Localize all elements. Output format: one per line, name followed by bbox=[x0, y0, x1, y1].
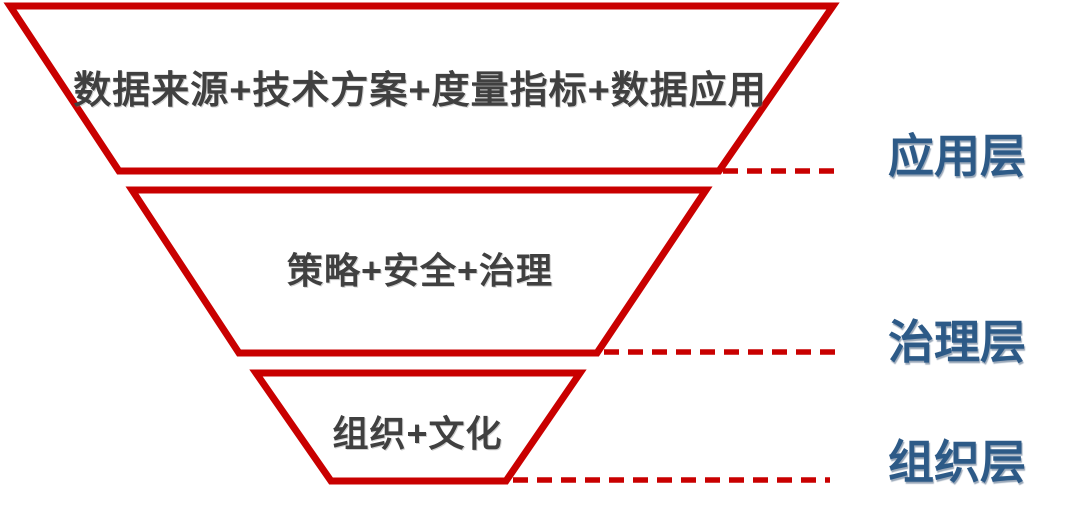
organization-layer-label: 组织层 bbox=[888, 436, 1026, 488]
organization-layer-shape bbox=[249, 369, 587, 485]
governance-layer-label: 治理层 bbox=[888, 316, 1026, 368]
application-layer-label: 应用层 bbox=[888, 130, 1026, 182]
organization-layer-content: 组织+文化 bbox=[332, 413, 503, 454]
application-layer-content: 数据来源+技术方案+度量指标+数据应用 bbox=[73, 69, 767, 112]
governance-layer-shape bbox=[125, 186, 713, 357]
governance-layer-content: 策略+安全+治理 bbox=[286, 250, 554, 291]
application-layer-shape bbox=[3, 2, 840, 175]
